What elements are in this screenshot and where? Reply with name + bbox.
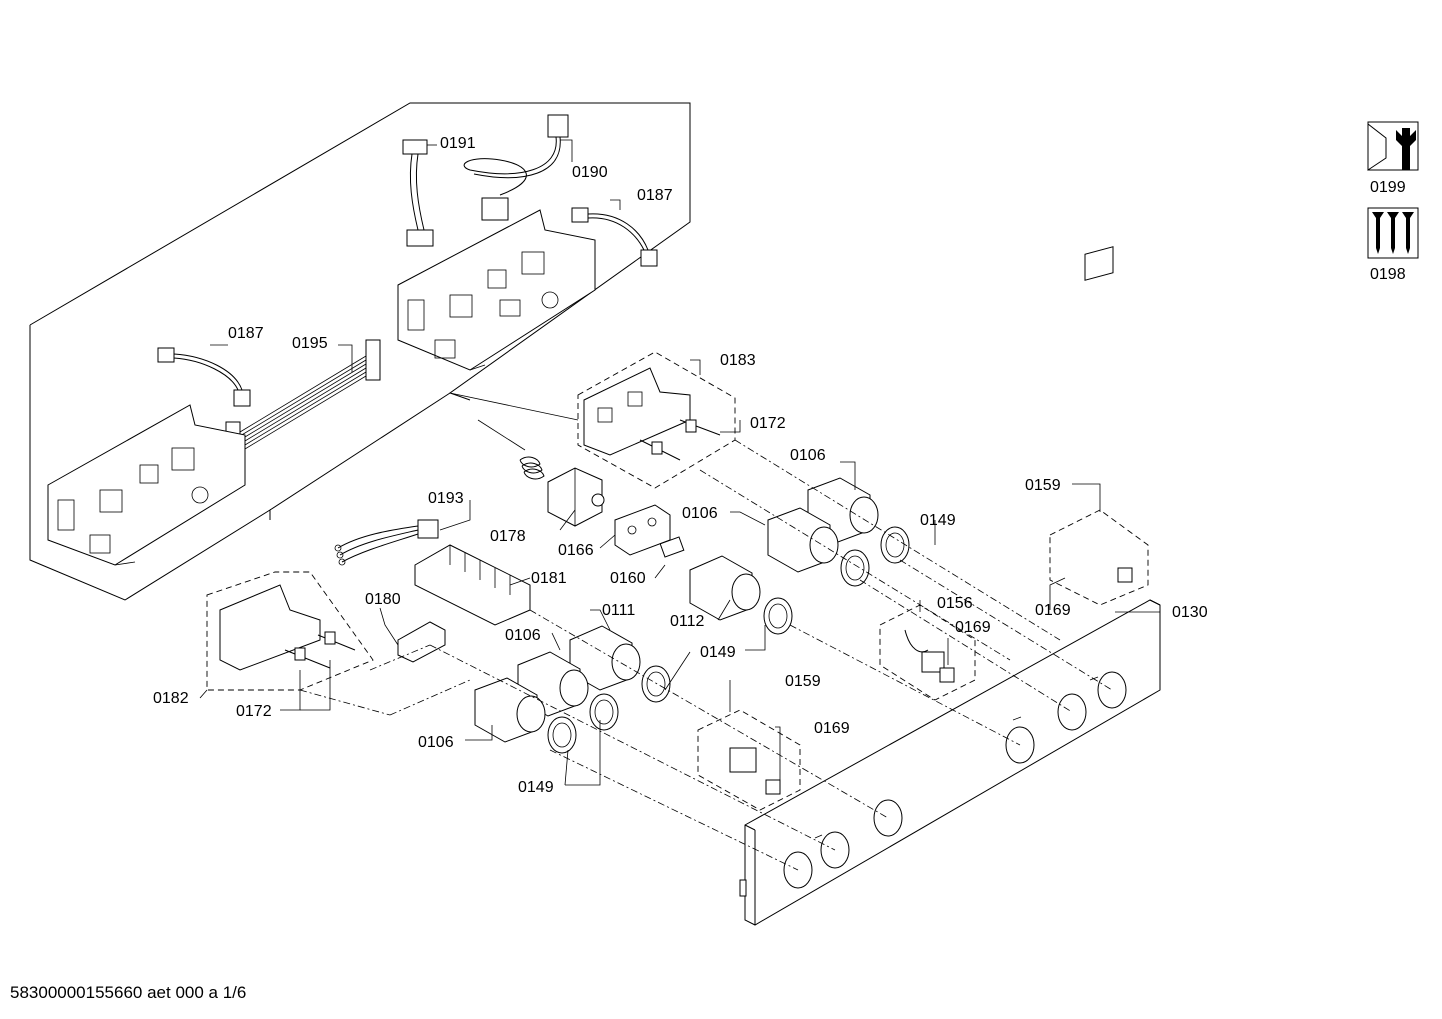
ring-0149-bottom-a[interactable]: [589, 693, 619, 731]
thermostat-0178[interactable]: [477, 419, 605, 527]
label-0111[interactable]: 0111: [602, 602, 635, 619]
label-0180[interactable]: 0180: [365, 591, 401, 608]
lamp-0160[interactable]: [659, 536, 685, 558]
label-0187[interactable]: 0187: [228, 325, 264, 342]
label-0181[interactable]: 0181: [531, 570, 567, 587]
label-0193[interactable]: 0193: [428, 490, 464, 507]
label-0149[interactable]: 0149: [518, 779, 554, 796]
label-0106[interactable]: 0106: [505, 627, 541, 644]
wrench-icon[interactable]: [1367, 121, 1419, 171]
label-0199[interactable]: 0199: [1370, 179, 1406, 196]
switch-module-0182[interactable]: [206, 571, 374, 691]
harness-0193[interactable]: [334, 519, 439, 566]
label-0130[interactable]: 0130: [1172, 604, 1208, 621]
label-0198[interactable]: 0198: [1370, 266, 1406, 283]
label-0159[interactable]: 0159: [785, 673, 821, 690]
label-0178[interactable]: 0178: [490, 528, 526, 545]
label-0106[interactable]: 0106: [418, 734, 454, 751]
ring-0149-bottom-b[interactable]: [547, 716, 577, 754]
label-0169[interactable]: 0169: [955, 619, 991, 636]
upper-control-housing: [397, 209, 596, 371]
alignment-lines: [299, 439, 1113, 871]
lower-control-housing: [47, 404, 246, 566]
ring-0149-right[interactable]: [763, 597, 793, 635]
label-0159[interactable]: 0159: [1025, 477, 1061, 494]
label-0169[interactable]: 0169: [1035, 602, 1071, 619]
harness-0187-upper[interactable]: [571, 207, 658, 267]
knob-0106-bottom[interactable]: [474, 677, 546, 743]
label-0183[interactable]: 0183: [720, 352, 756, 369]
harness-0187-lower[interactable]: [157, 347, 251, 407]
front-panel-0130[interactable]: [739, 599, 1161, 926]
label-0112[interactable]: 0112: [670, 613, 705, 630]
ring-0149-mid[interactable]: [840, 549, 870, 587]
label-0106[interactable]: 0106: [790, 447, 826, 464]
label-0169[interactable]: 0169: [814, 720, 850, 737]
label-0160[interactable]: 0160: [610, 570, 646, 587]
label-0149[interactable]: 0149: [700, 644, 736, 661]
indicator-group-0159-right[interactable]: [1049, 246, 1149, 606]
ring-0149-top[interactable]: [880, 526, 910, 564]
label-0172[interactable]: 0172: [236, 703, 272, 720]
label-0149[interactable]: 0149: [920, 512, 956, 529]
label-0166[interactable]: 0166: [558, 542, 594, 559]
switch-module-0183[interactable]: [577, 351, 736, 489]
label-0195[interactable]: 0195: [292, 335, 328, 352]
label-0191[interactable]: 0191: [440, 135, 476, 152]
label-0187[interactable]: 0187: [637, 187, 673, 204]
indicator-group-0159-left[interactable]: [697, 709, 801, 811]
label-0182[interactable]: 0182: [153, 690, 189, 707]
bracket-0180[interactable]: [397, 621, 446, 663]
terminal-block-0181[interactable]: [414, 544, 531, 626]
document-code: 58300000155660 aet 000 a 1/6: [10, 983, 246, 1002]
part-labels: 0191 0190 0187 0187 0195 0183 0172 0106 …: [153, 135, 1406, 796]
knob-0106-mid[interactable]: [767, 507, 839, 573]
ring-0149-left[interactable]: [641, 665, 671, 703]
harness-0191[interactable]: [402, 139, 434, 247]
label-0190[interactable]: 0190: [572, 164, 608, 181]
screws-icon[interactable]: [1367, 207, 1419, 259]
enclosure-outline: [29, 102, 691, 601]
label-0106[interactable]: 0106: [682, 505, 718, 522]
knob-0112[interactable]: [689, 555, 761, 621]
leader-lines: [199, 139, 1160, 786]
label-0156[interactable]: 0156: [937, 595, 973, 612]
harness-0190[interactable]: [463, 114, 569, 221]
label-0172[interactable]: 0172: [750, 415, 786, 432]
